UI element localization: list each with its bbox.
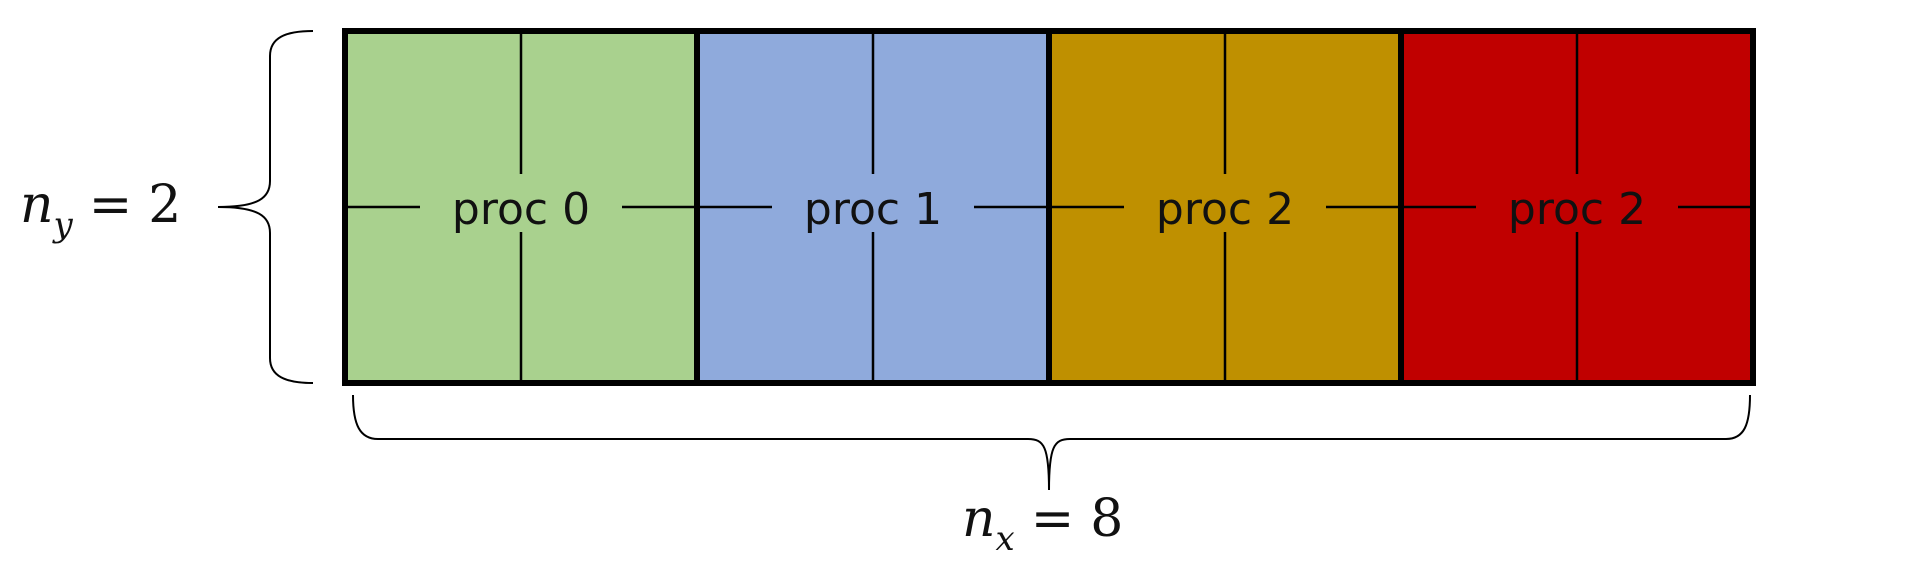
ny-symbol: n <box>20 175 54 235</box>
outer-border <box>342 28 1756 386</box>
nx-equals: = <box>1031 489 1075 549</box>
nx-symbol: n <box>962 489 996 549</box>
proc-block-2-label: proc 2 <box>1156 184 1294 235</box>
ny-value: 2 <box>148 175 181 235</box>
nx-subscript: x <box>996 519 1015 559</box>
proc-block-3-label: proc 2 <box>1508 184 1646 235</box>
ny-subscript: y <box>52 205 74 245</box>
left-brace <box>217 30 314 384</box>
nx-label: nx =8 <box>962 489 1123 559</box>
proc-block-0-label: proc 0 <box>452 184 590 235</box>
proc-block-0: proc 0 <box>345 31 697 383</box>
proc-blocks: proc 0 proc 1 proc 2 proc 2 <box>345 31 1753 383</box>
proc-block-1: proc 1 <box>697 31 1049 383</box>
bottom-brace <box>352 394 1751 491</box>
proc-block-2: proc 2 <box>1049 31 1401 383</box>
proc-block-1-label: proc 1 <box>804 184 942 235</box>
ny-label: ny =2 <box>20 175 181 245</box>
proc-block-3: proc 2 <box>1401 31 1753 383</box>
nx-value: 8 <box>1090 489 1123 549</box>
block-borders <box>342 28 1756 386</box>
ny-equals: = <box>89 175 133 235</box>
